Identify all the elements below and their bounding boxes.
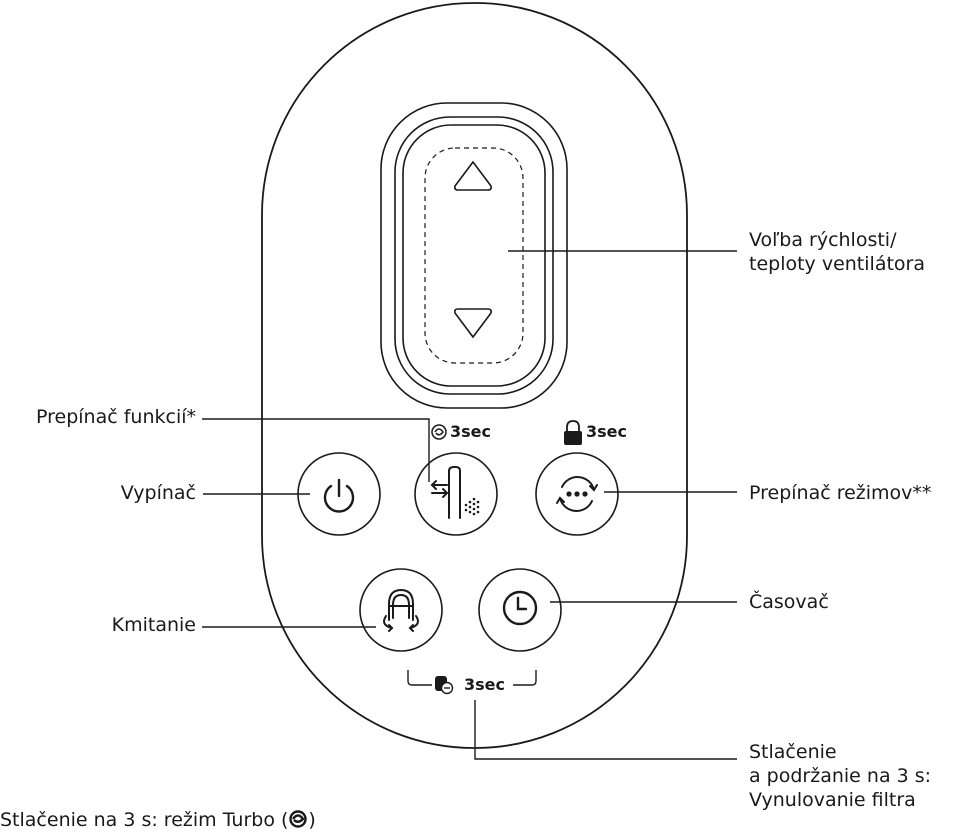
- footnote-suffix: ): [308, 809, 316, 831]
- label-filter-reset-line3: Vynulovanie filtra: [749, 789, 916, 811]
- power-button[interactable]: [297, 452, 381, 536]
- oscillation-button[interactable]: [359, 568, 443, 652]
- filter-reset-bracket: [407, 670, 537, 686]
- timer-button[interactable]: [478, 568, 562, 652]
- leader-function-switch: [202, 418, 430, 482]
- leader-lines: [202, 250, 737, 760]
- label-speed: Voľba rýchlosti/ teploty ventilátora: [749, 228, 925, 276]
- mode-cycle-icon: [556, 476, 598, 512]
- label-oscillation: Kmitanie: [111, 614, 196, 636]
- footnote-turbo: Stlačenie na 3 s: režim Turbo (): [0, 808, 316, 832]
- power-icon: [323, 478, 355, 513]
- mode-switch-button[interactable]: [535, 452, 619, 536]
- footnote-text: Stlačenie na 3 s: režim Turbo (: [0, 809, 289, 831]
- lock-hold-badge: 3sec: [586, 422, 627, 441]
- up-arrow-icon: [454, 160, 492, 191]
- leader-filter-reset: [474, 700, 737, 760]
- down-arrow-icon: [454, 308, 492, 339]
- function-switch-icon: [430, 466, 480, 519]
- function-switch-button[interactable]: [414, 452, 498, 536]
- label-filter-reset-line2: a podržanie na 3 s:: [749, 765, 932, 787]
- filter-hold-badge: 3sec: [464, 675, 505, 694]
- label-mode-switch: Prepínač režimov**: [749, 482, 932, 504]
- label-function-switch: Prepínač funkcií*: [36, 406, 196, 428]
- label-speed-line1: Voľba rýchlosti/: [749, 229, 897, 251]
- turbo-hold-badge: 3sec: [450, 422, 491, 441]
- label-timer: Časovač: [749, 591, 829, 613]
- turbo-footnote-icon: [289, 810, 308, 828]
- oscillation-icon: [383, 588, 419, 632]
- lock-icon: [564, 420, 582, 445]
- remote-body: [261, 2, 688, 749]
- label-power: Vypínač: [120, 482, 196, 504]
- filter-icon: [435, 676, 454, 695]
- speed-rocker[interactable]: [380, 102, 568, 409]
- timer-icon: [502, 590, 538, 626]
- label-speed-line2: teploty ventilátora: [749, 253, 925, 275]
- turbo-icon: [431, 424, 447, 440]
- label-filter-reset: Stlačenie a podržanie na 3 s: Vynulovani…: [749, 740, 931, 812]
- label-filter-reset-line1: Stlačenie: [749, 741, 837, 763]
